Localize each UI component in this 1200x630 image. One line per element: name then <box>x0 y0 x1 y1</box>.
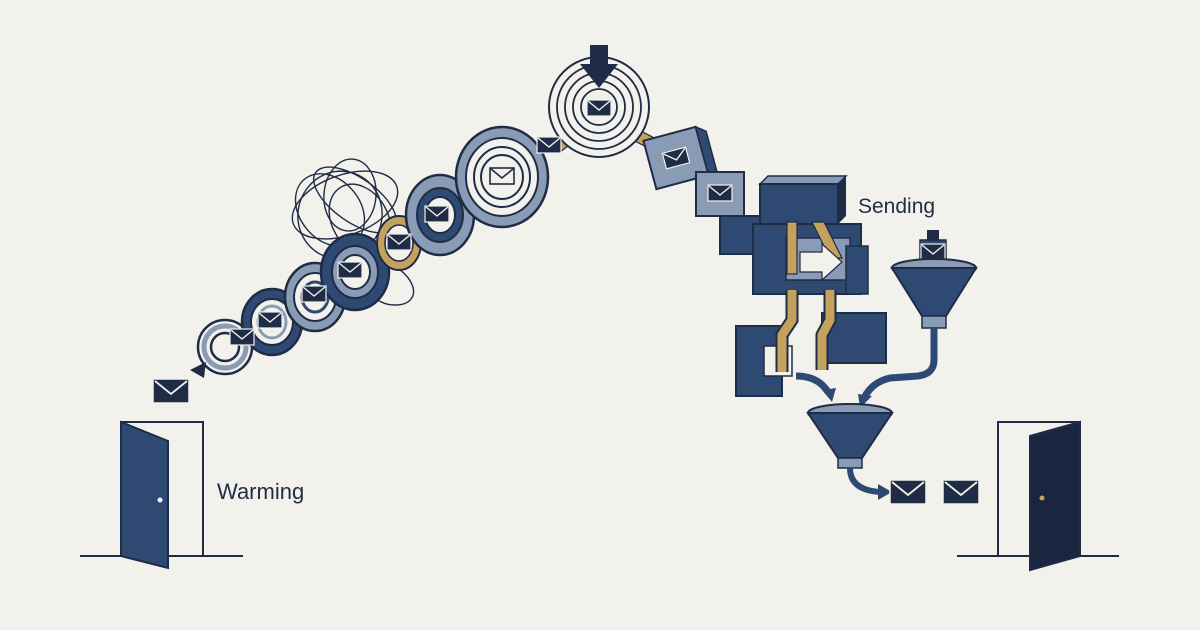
block-tile <box>642 125 720 191</box>
envelope-icon <box>920 243 946 261</box>
envelope-icon <box>489 167 515 185</box>
envelope-icon <box>152 378 190 404</box>
envelope-icon <box>386 233 412 251</box>
envelope-icon <box>337 261 363 279</box>
sending-label: Sending <box>858 195 936 218</box>
door-knob <box>157 497 163 503</box>
arrow-icon <box>799 242 843 282</box>
ring-spiral <box>190 125 550 378</box>
envelope-icon <box>707 184 733 202</box>
block-tile <box>695 171 745 217</box>
block-structure <box>752 175 869 295</box>
peak-target <box>536 45 663 158</box>
arrow-icon <box>822 388 836 402</box>
arrow-icon <box>190 362 206 378</box>
warming-door-leaf <box>120 420 169 570</box>
warming-label: Warming <box>217 479 305 504</box>
envelope-icon <box>257 311 283 329</box>
arrow-icon <box>878 484 892 500</box>
arrow-icon <box>580 45 618 88</box>
sending-door-leaf <box>1029 420 1081 572</box>
funnel-icon <box>806 403 894 500</box>
envelope-icon <box>586 99 612 117</box>
envelope-icon <box>942 479 980 505</box>
descending-blocks <box>642 125 980 505</box>
envelope-icon <box>229 328 255 346</box>
envelope-icon <box>301 285 327 303</box>
envelope-icon <box>536 136 562 154</box>
envelope-icon <box>889 479 927 505</box>
warming-door <box>80 420 243 570</box>
pipe-structure <box>735 290 887 402</box>
sending-door <box>957 420 1119 572</box>
envelope-icon <box>424 205 450 223</box>
funnel-icon <box>858 230 978 408</box>
door-knob <box>1039 495 1045 501</box>
